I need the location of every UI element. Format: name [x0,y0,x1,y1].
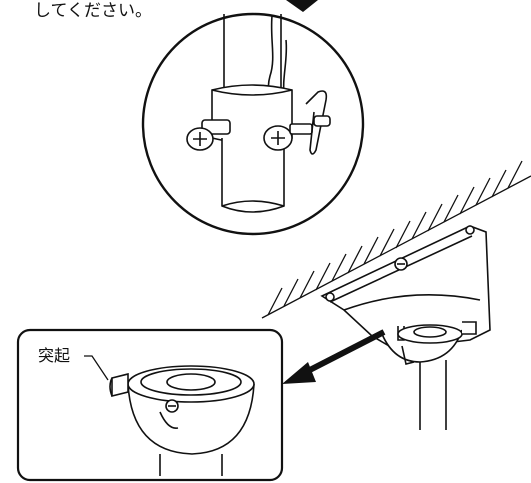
instruction-text: してください。 [34,1,152,21]
top-arrow-icon [286,0,318,12]
pipe-clamp-detail [186,14,331,213]
ceiling-bracket [320,225,491,430]
callout-label: 突起 [38,346,70,365]
pointer-arrow-icon [282,329,386,384]
callout-leader-line [84,355,109,381]
canopy-cup-detail [109,365,255,476]
ceiling-hatch [261,160,531,319]
